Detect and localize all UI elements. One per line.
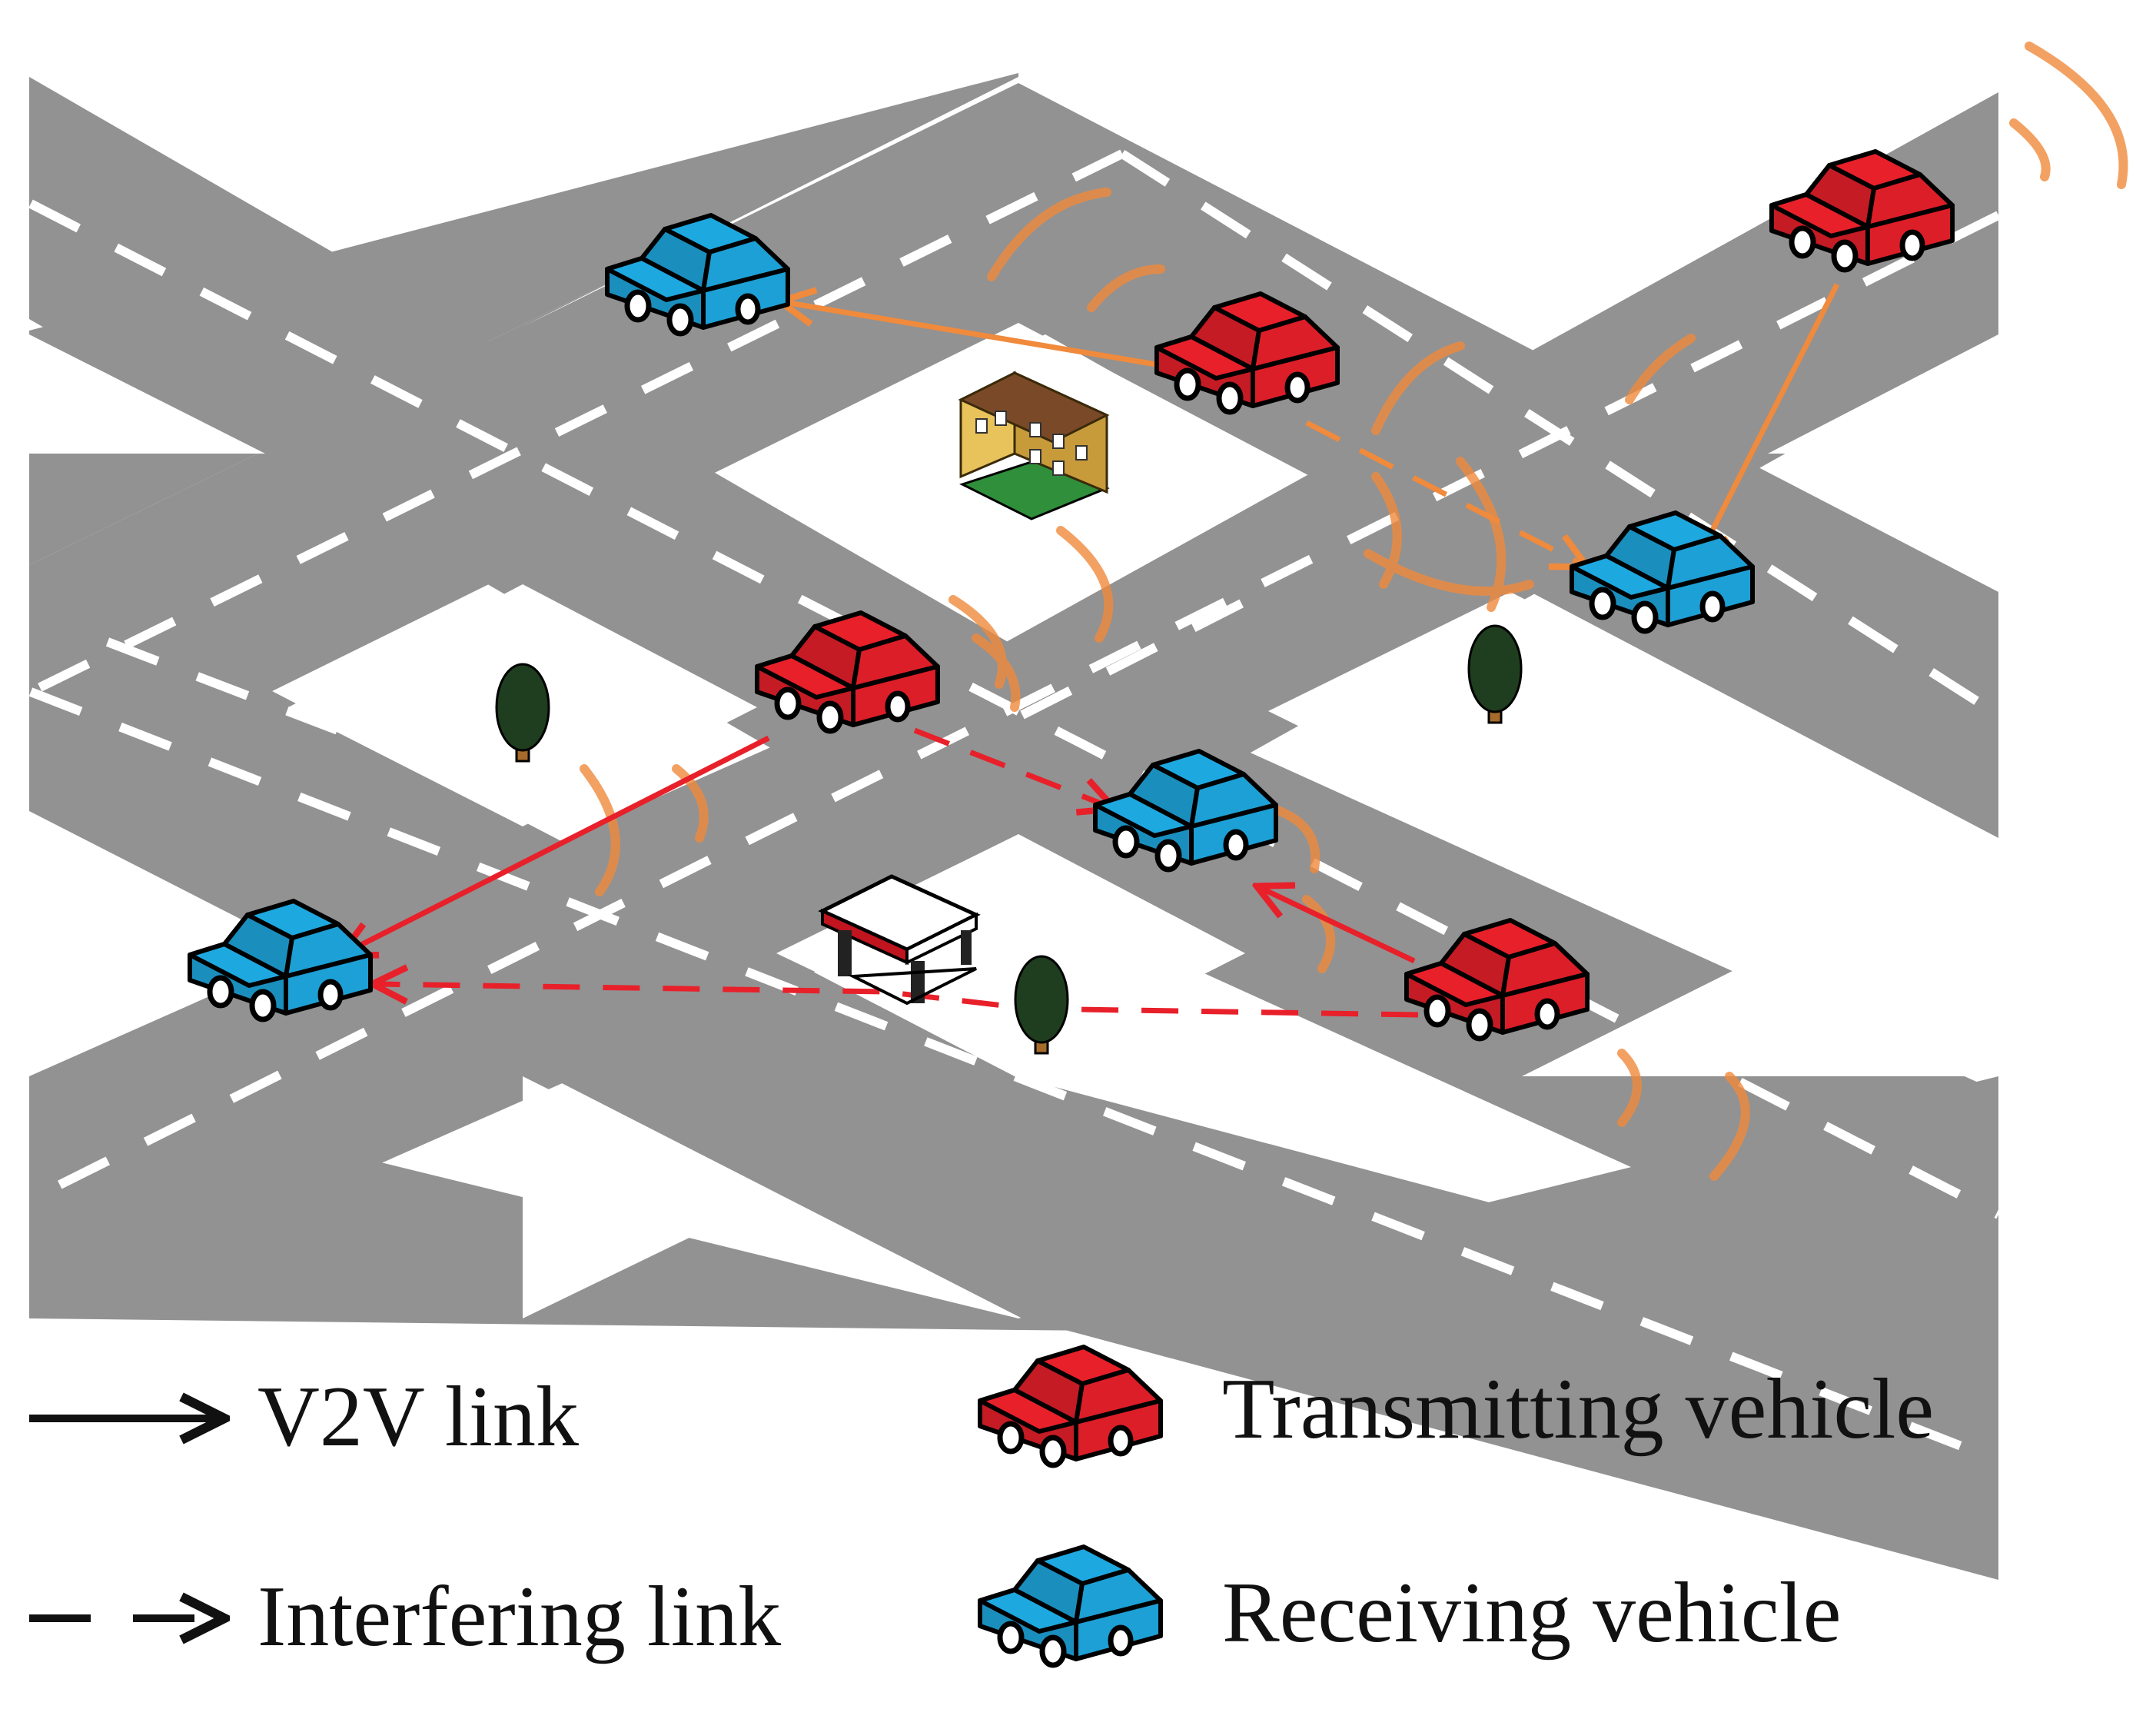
receiving-vehicle	[188, 899, 373, 1022]
legend-label-transmitting-vehicle: Transmitting vehicle	[1222, 1362, 1934, 1457]
legend: V2V link Interfering link Transmitting v…	[29, 1345, 1934, 1668]
gap-bottom-right	[1522, 953, 1998, 1076]
legend-transmitting-vehicle-icon	[978, 1345, 1163, 1468]
legend-label-receiving-vehicle: Receiving vehicle	[1222, 1565, 1841, 1661]
transmitting-vehicle	[1404, 918, 1590, 1042]
tree-icon	[1014, 955, 1069, 1055]
legend-label-v2v-link: V2V link	[257, 1369, 579, 1465]
gas-station-icon	[818, 874, 981, 1006]
links	[344, 283, 1840, 1018]
receiving-vehicle	[1570, 510, 1755, 634]
legend-interfering-link: Interfering link	[29, 1569, 781, 1664]
car-icon	[978, 1544, 1163, 1668]
receiving-vehicle	[1093, 749, 1278, 873]
transmitting-vehicle	[1154, 291, 1340, 415]
tree-icon	[495, 663, 550, 763]
legend-label-interfering-link: Interfering link	[257, 1569, 781, 1664]
legend-v2v-link: V2V link	[29, 1369, 579, 1465]
v2v-link-red-2	[1261, 888, 1416, 964]
transmitting-vehicle	[755, 610, 940, 734]
road-diagonal-d	[29, 83, 1998, 838]
v2v-link-orange-1	[784, 302, 1161, 368]
gap-bottom-left	[523, 1076, 769, 1318]
tree-icon	[1467, 624, 1523, 724]
building-icon	[958, 371, 1110, 520]
interfering-link-red-1	[913, 727, 1111, 807]
transmitting-vehicle	[1769, 149, 1955, 273]
road-network	[29, 73, 1998, 1580]
gap-right	[1768, 334, 1998, 454]
v2v-link-orange-2	[1699, 283, 1840, 557]
legend-receiving-vehicle-icon	[978, 1544, 1163, 1668]
block-right	[1268, 592, 1745, 830]
vehicles	[188, 149, 1955, 1042]
v2v-link-red-1	[344, 735, 770, 953]
receiving-vehicle	[605, 213, 790, 337]
interfering-link-orange	[1305, 420, 1583, 565]
block-bottom	[776, 834, 1245, 1069]
signal-waves	[580, 42, 2128, 1181]
gap-left	[29, 334, 265, 454]
interfering-link-red-2	[377, 984, 1419, 1018]
road-crossing-e	[29, 73, 1018, 565]
car-icon	[978, 1345, 1163, 1468]
